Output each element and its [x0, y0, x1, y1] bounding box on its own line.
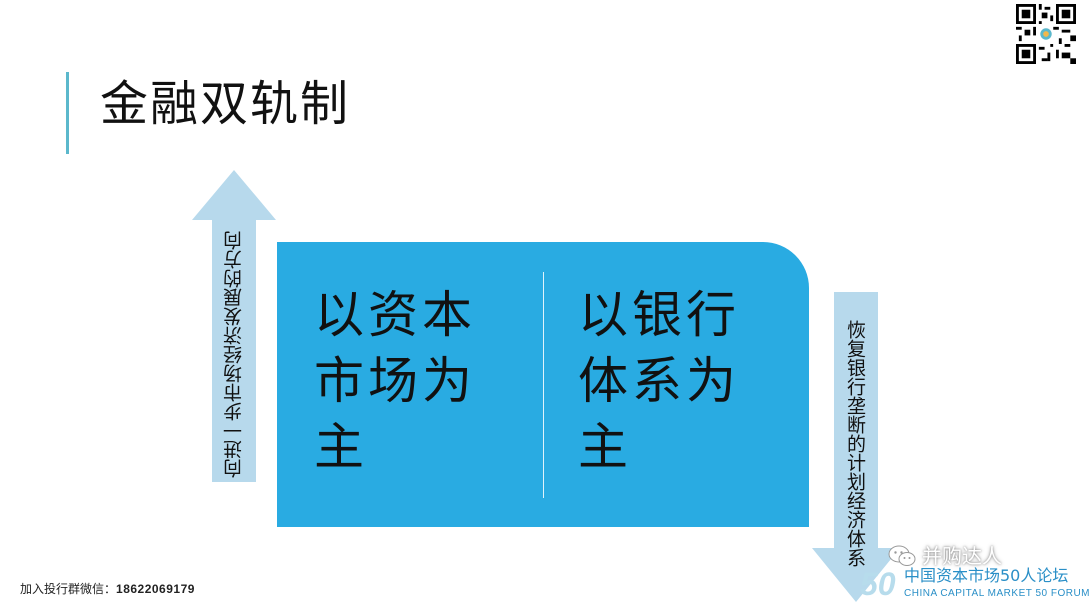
banking-system-line-2: 体系为 [578, 352, 740, 410]
down-arrow-label: 恢复银行垄断的计划经济体系 [844, 319, 866, 567]
footer-contact: 加入投行群微信：18622069179 [20, 580, 195, 597]
down-arrow-shape [812, 292, 900, 602]
capital-market-line-1: 以资本 [314, 286, 476, 344]
up-arrow-shape [192, 170, 276, 482]
qr-code-icon [1016, 4, 1076, 64]
forum-logo-icon: 50 [860, 566, 896, 602]
title-accent-bar [66, 72, 69, 154]
forum-logo-block: 50 中国资本市场50人论坛 CHINA CAPITAL MARKET 50 F… [860, 564, 1090, 606]
wechat-watermark: 并购达人 [888, 541, 1002, 571]
capital-market-panel: 以资本 市场为 主 [314, 282, 514, 480]
wechat-account-name: 并购达人 [922, 544, 1002, 568]
footer-phone: 18622069179 [116, 582, 195, 596]
forum-name-cn: 中国资本市场50人论坛 [904, 566, 1069, 585]
capital-market-line-2: 市场为 [314, 352, 476, 410]
forum-name-en: CHINA CAPITAL MARKET 50 FORUM [904, 588, 1090, 599]
banking-system-line-1: 以银行 [578, 286, 740, 344]
banking-system-panel: 以银行 体系为 主 [578, 282, 778, 480]
slide-title: 金融双轨制 [100, 76, 351, 132]
up-arrow-label: 向进一步市场经济发展的方向 [223, 231, 245, 479]
capital-market-line-3: 主 [314, 418, 368, 476]
panel-divider [543, 272, 544, 498]
wechat-icon [888, 545, 916, 566]
footer-label: 加入投行群微信： [20, 582, 117, 596]
banking-system-line-3: 主 [578, 418, 632, 476]
